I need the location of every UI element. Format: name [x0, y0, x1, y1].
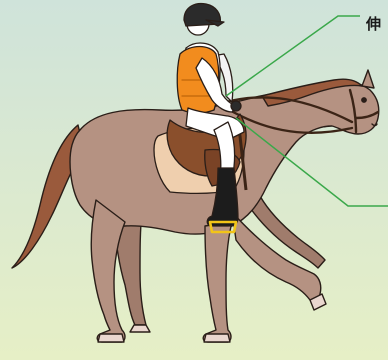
horse-hoof	[130, 325, 150, 332]
callout-label: 伸	[366, 13, 388, 34]
horse-hoof	[204, 334, 230, 342]
horse-hoof	[98, 334, 124, 342]
horse-eye	[362, 98, 366, 102]
rider-glove	[231, 101, 241, 111]
